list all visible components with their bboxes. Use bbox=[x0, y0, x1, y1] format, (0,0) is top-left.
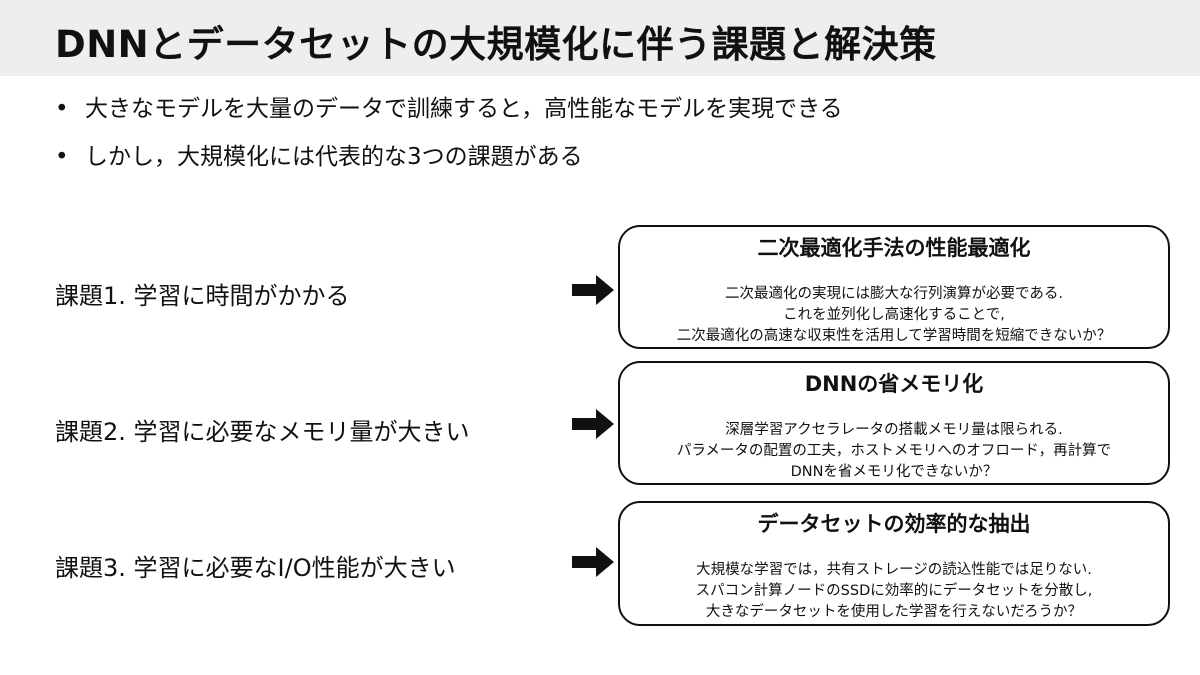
bullet-dot: • bbox=[55, 144, 69, 170]
bullet-text: 大きなモデルを大量のデータで訓練すると，高性能なモデルを実現できる bbox=[85, 96, 843, 122]
solution-title: DNNの省メモリ化 bbox=[804, 372, 984, 396]
solution-line: 二次最適化の高速な収束性を活用して学習時間を短縮できないか？ bbox=[676, 328, 1112, 344]
solution-box-2: DNNの省メモリ化 深層学習アクセラレータの搭載メモリ量は限られる. パラメータ… bbox=[618, 361, 1170, 485]
bullet-dot: • bbox=[55, 96, 69, 122]
solution-line: 深層学習アクセラレータの搭載メモリ量は限られる. bbox=[725, 422, 1063, 438]
solution-line: DNNを省メモリ化できないか？ bbox=[790, 464, 998, 480]
right-arrow-icon bbox=[572, 275, 614, 305]
bullet-list: • 大きなモデルを大量のデータで訓練すると，高性能なモデルを実現できる • しかし，… bbox=[55, 92, 843, 188]
bullet-item: • 大きなモデルを大量のデータで訓練すると，高性能なモデルを実現できる bbox=[55, 92, 843, 140]
solution-line: 二次最適化の実現には膨大な行列演算が必要である. bbox=[725, 286, 1063, 302]
issue-label-2: 課題2. 学習に必要なメモリ量が大きい bbox=[55, 418, 470, 446]
bullet-item: • しかし，大規模化には代表的な3つの課題がある bbox=[55, 140, 843, 188]
solution-line: これを並列化し高速化することで, bbox=[783, 307, 1005, 323]
solution-body: 二次最適化の実現には膨大な行列演算が必要である. これを並列化し高速化することで… bbox=[620, 284, 1168, 347]
solution-body: 深層学習アクセラレータの搭載メモリ量は限られる. パラメータの配置の工夫，ホスト… bbox=[620, 420, 1168, 483]
solution-body: 大規模な学習では，共有ストレージの読込性能では足りない. スパコン計算ノードのS… bbox=[620, 560, 1168, 623]
solution-line: 大きなデータセットを使用した学習を行えないだろうか？ bbox=[705, 604, 1083, 620]
solution-box-3: データセットの効率的な抽出 大規模な学習では，共有ストレージの読込性能では足りな… bbox=[618, 501, 1170, 626]
solution-line: パラメータの配置の工夫，ホストメモリへのオフロード，再計算で bbox=[676, 443, 1112, 459]
solution-line: スパコン計算ノードのSSDに効率的にデータセットを分散し, bbox=[695, 583, 1093, 599]
bullet-text: しかし，大規模化には代表的な3つの課題がある bbox=[85, 144, 583, 170]
title-bar: DNNとデータセットの大規模化に伴う課題と解決策 bbox=[0, 0, 1200, 76]
solution-title: 二次最適化手法の性能最適化 bbox=[757, 236, 1031, 260]
right-arrow-icon bbox=[572, 409, 614, 439]
solution-title: データセットの効率的な抽出 bbox=[757, 512, 1031, 536]
right-arrow-icon bbox=[572, 547, 614, 577]
page-title: DNNとデータセットの大規模化に伴う課題と解決策 bbox=[55, 23, 937, 66]
issue-label-1: 課題1. 学習に時間がかかる bbox=[55, 282, 350, 310]
solution-box-1: 二次最適化手法の性能最適化 二次最適化の実現には膨大な行列演算が必要である. こ… bbox=[618, 225, 1170, 349]
solution-line: 大規模な学習では，共有ストレージの読込性能では足りない. bbox=[696, 562, 1092, 578]
issue-label-3: 課題3. 学習に必要なI/O性能が大きい bbox=[55, 554, 456, 582]
